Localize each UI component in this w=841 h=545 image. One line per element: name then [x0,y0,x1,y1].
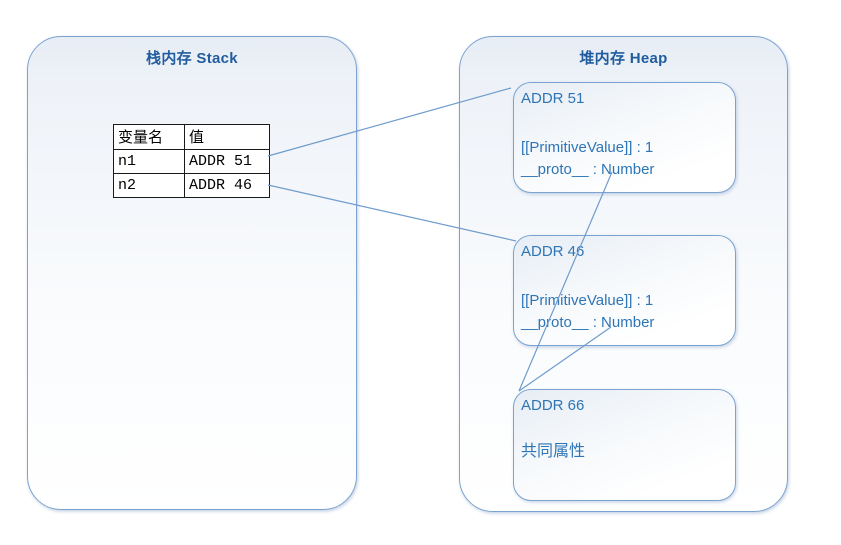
object-property-primitive-value: [[PrimitiveValue]] : 1 [521,292,654,309]
object-properties: [[PrimitiveValue]] : 1 __proto__ : Numbe… [521,137,729,181]
heap-object-addr-46: ADDR 46 [[PrimitiveValue]] : 1 __proto__… [513,235,736,346]
heap-object-addr-66: ADDR 66 共同属性 [513,389,736,501]
object-property-proto: __proto__ : Number [521,161,655,178]
heap-object-addr-51: ADDR 51 [[PrimitiveValue]] : 1 __proto__… [513,82,736,193]
variables-table: 变量名 值 n1 ADDR 51 n2 ADDR 46 [113,124,270,198]
table-row-n1: n1 ADDR 51 [113,149,270,174]
variable-value-cell: ADDR 46 [184,173,270,198]
stack-title: 栈内存 Stack [146,50,238,67]
object-address: ADDR 66 [521,397,585,414]
column-header-value: 值 [184,124,270,150]
object-address: ADDR 46 [521,243,585,260]
variable-name-cell: n1 [113,149,185,174]
object-address: ADDR 51 [521,90,585,107]
object-property-common: 共同属性 [521,443,586,460]
variable-name-cell: n2 [113,173,185,198]
object-property-primitive-value: [[PrimitiveValue]] : 1 [521,139,654,156]
stack-container: 栈内存 Stack 变量名 值 n1 ADDR 51 n2 ADDR 46 [27,36,357,510]
heap-title: 堆内存 Heap [579,50,668,67]
variable-value-cell: ADDR 51 [184,149,270,174]
table-row-n2: n2 ADDR 46 [113,173,270,198]
table-header-row: 变量名 值 [113,124,270,150]
object-property-proto: __proto__ : Number [521,314,655,331]
heap-container: 堆内存 Heap ADDR 51 [[PrimitiveValue]] : 1 … [459,36,788,512]
column-header-variable-name: 变量名 [113,124,185,150]
object-properties: [[PrimitiveValue]] : 1 __proto__ : Numbe… [521,290,729,334]
